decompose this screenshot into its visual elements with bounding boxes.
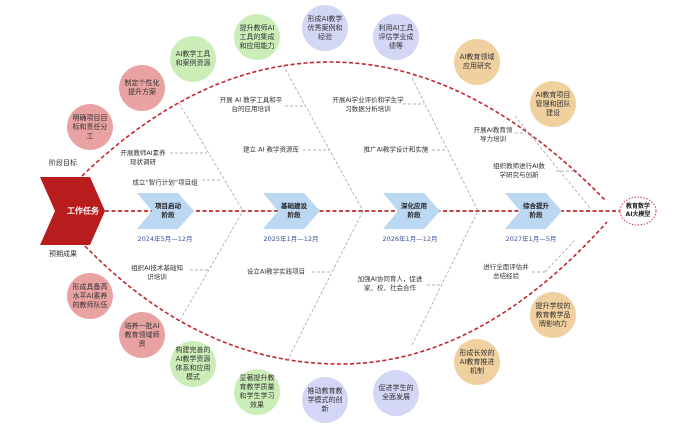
stage-date: 2027年1月—5月 (505, 235, 557, 243)
task-item: 开展AI学业评价和学生学 习数据分析培训 (332, 96, 404, 113)
rib (178, 102, 244, 212)
task-item: 设立AI教学实践项目 (246, 267, 306, 276)
goal-circle: 制定个性化提升方案 (119, 65, 165, 111)
upper-curve (81, 61, 606, 201)
rib (544, 239, 576, 273)
lower-section-label: 预期成果 (49, 250, 77, 258)
stage-name: 深化应用 阶段 (401, 202, 427, 219)
stage-arrow (383, 193, 440, 229)
goal-label: 教育数学 AI大模型 (625, 203, 651, 218)
goal-cloud (619, 196, 657, 226)
goal-circle: 提升教师AI工具的集成和应用能力 (234, 14, 280, 60)
outcome-circle: 构建完善的AI教学资源体系和应用模式 (170, 341, 216, 387)
stage-arrow (263, 193, 320, 229)
task-item: 推广AI教学设计和实施 (363, 145, 429, 154)
rib (282, 64, 364, 212)
task-item: 组织AI技术基础知 识培训 (131, 264, 183, 281)
task-item: 进行全面评估并 总结经验 (483, 263, 529, 280)
outcome-circle: 形成具备高水平AI素养的教师队伍 (67, 273, 113, 319)
task-label: 工作任务 (67, 206, 99, 216)
stage-arrow (137, 193, 194, 229)
lower-curve (84, 221, 608, 365)
rib (179, 210, 244, 321)
goal-circle: AI教学工具和案例资源 (170, 36, 216, 82)
upper-section-label: 阶段目标 (49, 159, 77, 167)
stage-name: 综合提升 阶段 (523, 202, 549, 219)
goal-circle: 形成AI教学优秀案例和经验 (302, 5, 348, 51)
stage-name: 基础建设 阶段 (281, 202, 307, 219)
goal-circle: 明确项目目标和责任分工 (67, 104, 113, 150)
task-item: 成立“智行计划”项目组 (132, 178, 198, 187)
rib (286, 210, 364, 362)
goal-circle: AI教育领域应用研究 (454, 39, 500, 85)
task-item: 加强AI协同育人，促进 家、校、社会合作 (357, 275, 423, 292)
stage-name: 项目启动 阶段 (155, 202, 181, 219)
outcome-circle: 显著提升教育教学质量和学生学习效果 (234, 369, 280, 415)
stage-arrow (505, 193, 562, 229)
goal-circle: 利用AI工具评估学业成绩等 (373, 14, 419, 60)
task-item: 组织教师进行AI数 学研究与创新 (493, 162, 545, 179)
task-head (40, 177, 105, 245)
task-item: 开展教师AI素养 现状调研 (120, 149, 166, 166)
outcome-circle: 推动教育教学模式的创新 (302, 377, 348, 423)
task-item: 开展AI教育领 导力培训 (473, 126, 513, 143)
outcome-circle: 提升学校的教育教学品牌影响力 (530, 292, 576, 338)
stage-date: 2026年1月—12月 (382, 235, 438, 243)
rib (411, 77, 479, 212)
stage-date: 2024年5月—12月 (137, 235, 193, 243)
stage-date: 2025年1月—12月 (263, 235, 319, 243)
outcome-circle: 形成长效的AI教育推进机制 (454, 339, 500, 385)
task-item: 开展 AI 教学工具和平 台的应用培训 (219, 96, 283, 113)
goal-circle: AI教育项目管理和团队建设 (530, 81, 576, 127)
outcome-circle: 培养一批AI教育领域师资 (119, 312, 165, 358)
task-item: 建立 AI 教学资源库 (243, 145, 299, 154)
outcome-circle: 促进学生的全面发展 (373, 370, 419, 416)
